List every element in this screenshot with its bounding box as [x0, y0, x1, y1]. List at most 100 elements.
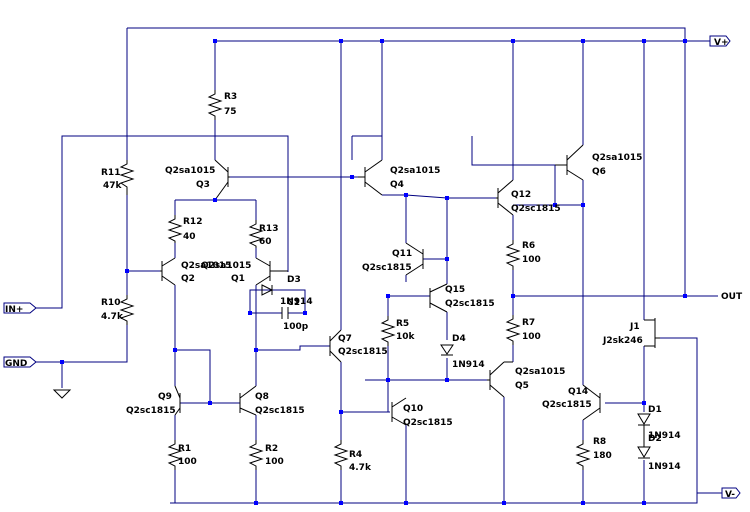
q6-model: Q2sa1015 — [592, 153, 642, 163]
transistor-q6 — [555, 144, 584, 181]
jfet-j1 — [644, 318, 660, 348]
q5-model: Q2sa1015 — [515, 367, 565, 377]
c1-value: 100p — [283, 322, 309, 332]
q7-model: Q2sc1815 — [338, 347, 388, 357]
port-label-out: OUT — [721, 292, 743, 302]
diodes — [261, 284, 651, 459]
q2-model: Q2sa1015 — [181, 261, 231, 271]
transistor-q1 — [255, 257, 288, 286]
transistor-q4 — [358, 159, 383, 196]
q12-name: Q12 — [511, 190, 531, 200]
port-flag-vminus: V- — [721, 487, 741, 500]
q9-name: Q9 — [158, 392, 172, 402]
q15-model: Q2sc1815 — [445, 299, 495, 309]
transistor-q10 — [391, 397, 407, 426]
ground-symbol — [52, 389, 72, 399]
resistor-r5 — [380, 316, 396, 346]
resistor-r2 — [248, 440, 264, 470]
r10-name: R10 — [101, 298, 120, 308]
resistor-r4 — [333, 440, 349, 470]
j1-name: J1 — [629, 322, 640, 332]
transistor-q3 — [214, 159, 230, 201]
r5-value: 10k — [396, 332, 416, 342]
q12-model: Q2sc1815 — [511, 204, 561, 214]
q1-model: Q2sa1015 — [201, 261, 251, 271]
port-flag-in-plus: IN+ — [3, 302, 37, 315]
d3-model: 1N914 — [280, 297, 313, 307]
component-labels: R3 75 R11 47k R10 4.7k R12 40 R13 60 R1 … — [101, 92, 681, 473]
diode-d4 — [440, 344, 454, 356]
diode-d2 — [637, 425, 651, 459]
port-label-vminus: V- — [725, 490, 735, 500]
q11-model: Q2sc1815 — [362, 263, 412, 273]
q10-name: Q10 — [403, 404, 423, 414]
r2-value: 100 — [265, 457, 284, 467]
q10-model: Q2sc1815 — [403, 418, 453, 428]
r4-value: 4.7k — [349, 463, 372, 473]
r4-name: R4 — [349, 450, 362, 460]
r12-name: R12 — [183, 217, 202, 227]
port-flag-vplus: V+ — [709, 35, 731, 48]
resistor-r10 — [119, 295, 135, 325]
transistor-q9 — [174, 385, 181, 416]
junction-dots — [60, 39, 687, 505]
d4-model: 1N914 — [452, 360, 485, 370]
q14-name: Q14 — [568, 387, 588, 397]
transistor-q14 — [582, 384, 601, 421]
resistor-r12 — [167, 215, 183, 243]
transistors — [160, 144, 660, 426]
d2-name: D2 — [648, 434, 662, 444]
transistor-q2 — [160, 257, 176, 286]
q11-name: Q11 — [392, 249, 412, 259]
resistor-r7 — [505, 315, 521, 345]
port-flag-gnd: GND — [3, 356, 37, 369]
q4-name: Q4 — [390, 180, 404, 190]
r13-name: R13 — [259, 224, 278, 234]
port-label-vplus: V+ — [714, 38, 729, 48]
transistor-q8 — [239, 385, 257, 416]
diode-d3 — [261, 284, 274, 296]
resistors — [119, 90, 591, 470]
resistor-r8 — [575, 440, 591, 470]
d1-model: 1N914 — [648, 431, 681, 441]
diode-d1 — [637, 413, 651, 426]
resistor-r3 — [207, 90, 223, 120]
r8-name: R8 — [593, 437, 606, 447]
r13-value: 60 — [259, 237, 272, 247]
transistor-q11 — [405, 242, 424, 276]
j1-model: J2sk246 — [602, 336, 643, 346]
resistor-r13 — [248, 220, 264, 248]
transistor-q5 — [487, 361, 513, 398]
resistor-r6 — [505, 240, 521, 270]
transistor-q15 — [429, 283, 448, 313]
port-label-gnd: GND — [5, 359, 27, 369]
transistor-q7 — [329, 329, 342, 363]
d4-name: D4 — [452, 334, 466, 344]
q8-name: Q8 — [255, 392, 269, 402]
r12-value: 40 — [183, 232, 196, 242]
r11-value: 47k — [103, 181, 123, 191]
r1-value: 100 — [178, 457, 197, 467]
r7-name: R7 — [522, 318, 535, 328]
q14-model: Q2sc1815 — [542, 400, 592, 410]
r8-value: 180 — [593, 451, 612, 461]
r2-name: R2 — [265, 444, 278, 454]
r1-name: R1 — [178, 444, 191, 454]
r6-name: R6 — [522, 241, 535, 251]
r3-name: R3 — [224, 92, 237, 102]
r6-value: 100 — [522, 255, 541, 265]
q3-name: Q3 — [196, 180, 210, 190]
r7-value: 100 — [522, 332, 541, 342]
q6-name: Q6 — [592, 167, 606, 177]
r3-value: 75 — [224, 107, 237, 117]
transistor-q12 — [496, 179, 514, 216]
c1-name: C1 — [287, 298, 300, 308]
d2-model: 1N914 — [648, 462, 681, 472]
d3-name: D3 — [287, 275, 301, 285]
q8-model: Q2sc1815 — [255, 406, 305, 416]
q3-model: Q2sa1015 — [165, 166, 215, 176]
capacitor-c1 — [281, 307, 289, 319]
q9-model: Q2sc1815 — [126, 406, 176, 416]
q7-name: Q7 — [338, 334, 352, 344]
